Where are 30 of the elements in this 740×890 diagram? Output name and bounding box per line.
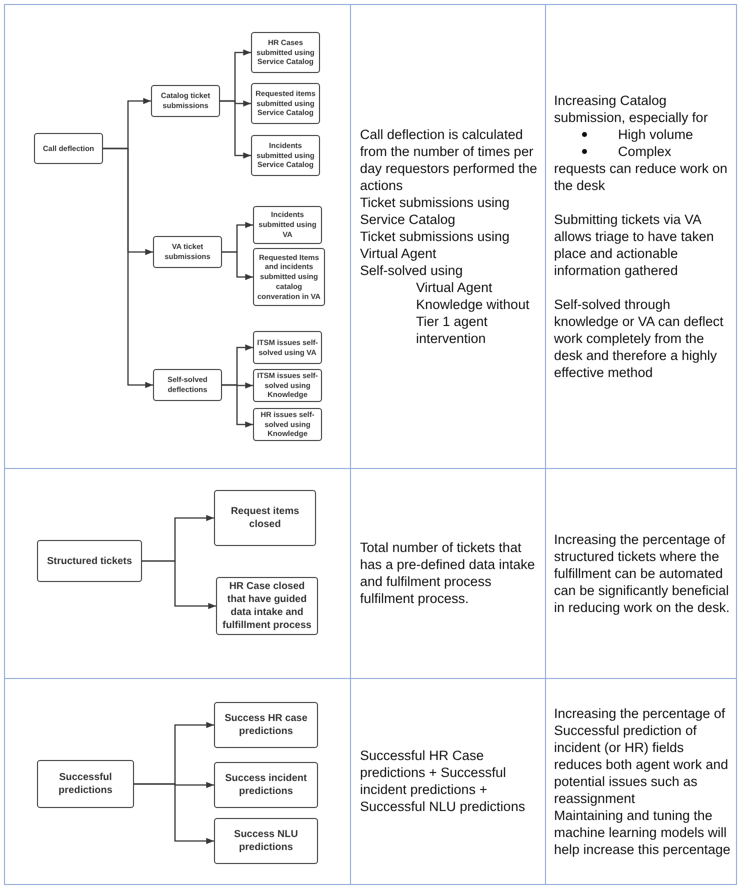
paragraph: Successful HR Case predictions + Successful incident predictions + Successful NLU predictions: [360, 747, 526, 815]
paragraph: Self-solved through knowledge or VA can deflect work completely from the desk and therefore a highly effective method: [554, 296, 724, 380]
paragraph: Ticket submissions using Service Catalog: [360, 194, 511, 228]
process-box: Successful predictions: [37, 760, 134, 808]
process-box: Structured tickets: [37, 540, 142, 582]
list-item: Virtual Agent: [415, 278, 494, 296]
process-box: HR Case closed that have guided data intake and fulfillment process: [216, 577, 318, 635]
paragraph: Increasing Catalog submission, especially for: [554, 92, 709, 126]
paragraph: requests can reduce work on the desk: [554, 160, 728, 194]
process-box: Success NLU predictions: [214, 818, 318, 864]
paragraph: Maintaining and tuning the machine learning models will help increase this percentage: [554, 806, 732, 858]
arrow: [222, 384, 253, 428]
arrow: [103, 148, 153, 388]
paragraph: Ticket submissions using Virtual Agent: [360, 228, 511, 262]
paragraph: Total number of tickets that has a pre-defined data intake and fulfilment process fulfilment process.: [360, 539, 536, 607]
process-box: Success incident predictions: [214, 762, 318, 808]
paragraph: Increasing the percentage of structured tickets where the fulfillment can be automated can be significantly beneficial in reducing work on the desk.: [554, 530, 731, 616]
paragraph: Self-solved using: [360, 262, 464, 278]
process-box: Success HR case predictions: [214, 702, 318, 748]
paragraph: Call deflection is calculated from the number of times per day requestors performed the actions: [360, 126, 538, 194]
list-item: High volume: [618, 126, 694, 142]
arrow: [222, 251, 253, 280]
process-box: Request items closed: [214, 490, 316, 546]
arrow: [142, 560, 216, 610]
arrow: [220, 100, 251, 159]
arrow: [134, 783, 214, 844]
list-item: Complex: [618, 142, 672, 160]
paragraph: Increasing the percentage of Successful prediction of incident (or HR) fields reduces both agent work and potential issues such as reassignment: [554, 704, 730, 806]
paragraph: Submitting tickets via VA allows triage to have taken place and actionable information gathered: [554, 210, 715, 278]
list-item: Knowledge without Tier 1 agent intervention: [415, 296, 530, 346]
